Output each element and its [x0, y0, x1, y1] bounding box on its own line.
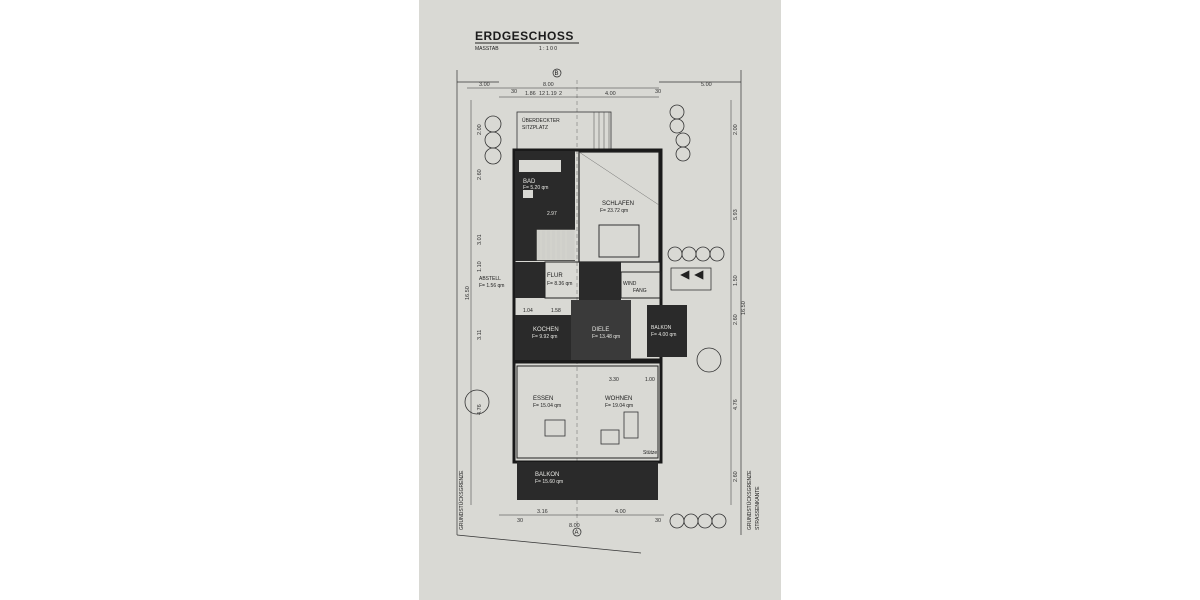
- section-label-top: B: [555, 71, 559, 77]
- living-area: F= 19.04 qm: [605, 403, 633, 409]
- street-edge-label: STRASSENKANTE: [755, 486, 761, 530]
- dim-top-0: 3.00: [479, 82, 490, 88]
- dim-bottom-2: 8.00: [569, 523, 580, 529]
- dim-left-4: 3.11: [477, 330, 483, 340]
- dim-right-4: 4.76: [733, 399, 739, 410]
- dimension-left: 2.00 2.60 3.01 1.10 3.11 4.76 16.50: [465, 100, 483, 505]
- column-label: Stütze: [643, 450, 657, 456]
- dim-top-7: 2: [559, 91, 562, 97]
- diele-label: DIELE: [592, 327, 609, 333]
- balcony-area: F= 15.60 qm: [535, 479, 563, 485]
- dim-left-2: 3.01: [477, 234, 483, 245]
- dim-inner-1: 1.58: [551, 308, 561, 314]
- small-balcony-area: F= 4.00 qm: [651, 332, 676, 338]
- dimension-right: 2.00 5.93 1.50 2.60 4.76 2.60 16.50: [730, 100, 747, 505]
- dim-bottom-4: 30: [655, 518, 661, 524]
- tree-symbols: [464, 104, 727, 529]
- boundary-lines: [456, 70, 742, 554]
- living-label: WOHNEN: [605, 396, 632, 402]
- diele: [571, 300, 631, 360]
- dim-right-0: 2.00: [733, 124, 739, 135]
- storage-area: F= 1.56 qm: [479, 283, 504, 289]
- dim-right-1: 5.93: [733, 209, 739, 220]
- dim-left-1: 2.60: [477, 169, 483, 180]
- coffee-table: [600, 429, 620, 445]
- plan-title: ERDGESCHOSS: [475, 29, 574, 43]
- hall-label: FLUR: [547, 273, 563, 279]
- dim-inner-0: 2.97: [547, 211, 557, 217]
- terrace-label-2: SITZPLATZ: [522, 125, 548, 131]
- dim-bottom-3: 4.00: [615, 509, 626, 515]
- storage-room: [515, 262, 545, 298]
- kitchen-area: F= 9.92 qm: [532, 334, 557, 340]
- dim-right-2: 1.50: [733, 275, 739, 286]
- bath-area: F= 5.20 qm: [523, 185, 548, 191]
- dim-inner-4: 1.00: [645, 377, 655, 383]
- dim-top-9: 30: [655, 89, 661, 95]
- bedroom-area: F= 23.72 qm: [600, 208, 628, 214]
- sofa: [623, 411, 639, 439]
- stair-treads: [536, 229, 576, 261]
- dim-left-0: 2.00: [477, 124, 483, 135]
- dim-top-1: 30: [511, 89, 517, 95]
- hall-area: F= 8.36 qm: [547, 281, 572, 287]
- section-marker-top: [552, 68, 562, 78]
- dim-bottom-1: 3.16: [537, 509, 548, 515]
- windfang-label-2: FANG: [633, 288, 647, 294]
- boundary-label-right: GRUNDSTÜCKSGRENZE: [746, 470, 753, 530]
- kitchen-label: KOCHEN: [533, 327, 559, 333]
- entrance-steps: [670, 267, 712, 291]
- windfang-label-1: WIND: [623, 281, 637, 287]
- dim-top-8: 4.00: [605, 91, 616, 97]
- scale-value: 1 : 1 0 0: [539, 46, 557, 52]
- section-label-bottom: A: [575, 530, 579, 536]
- storage-label: ABSTELL: [479, 276, 501, 282]
- bathtub: [519, 160, 561, 172]
- dim-bottom-0: 30: [517, 518, 523, 524]
- diele-area: F= 13.48 qm: [592, 334, 620, 340]
- dim-right-6: 16.50: [741, 301, 747, 315]
- terrace-hatch: [593, 112, 610, 150]
- bedroom-diagonal: [578, 151, 660, 206]
- dim-top-3: 5.00: [701, 82, 712, 88]
- dining-table: [544, 419, 566, 437]
- dim-top-2: 8.00: [543, 82, 554, 88]
- small-balcony: [647, 305, 687, 357]
- floor-plan-drawing: ERDGESCHOSS MASSTAB 1 : 1 0 0 GRUNDSTÜCK…: [456, 29, 761, 554]
- section-marker-bottom: [572, 527, 582, 537]
- dining-label: ESSEN: [533, 396, 553, 402]
- balcony-label: BALKON: [535, 472, 559, 478]
- small-balcony-label: BALKON: [651, 325, 672, 331]
- terrace-label-1: ÜBERDECKTER: [522, 117, 560, 124]
- living-dining: [516, 365, 659, 459]
- dining-area: F= 15.04 qm: [533, 403, 561, 409]
- dim-inner-3: 3.30: [609, 377, 619, 383]
- dimension-bottom: 30 3.16 8.00 4.00 30: [499, 509, 664, 529]
- dim-inner-2: 1.04: [523, 308, 533, 314]
- bedroom: [578, 151, 660, 263]
- plan-sheet: ERDGESCHOSS MASSTAB 1 : 1 0 0 GRUNDSTÜCK…: [419, 0, 781, 600]
- dim-top-6: 1.19: [546, 91, 557, 97]
- dim-left-3: 1.10: [477, 261, 483, 272]
- dim-right-3: 2.60: [733, 314, 739, 325]
- boundary-label-left: GRUNDSTÜCKSGRENZE: [458, 470, 465, 530]
- bedroom-label: SCHLAFEN: [602, 201, 634, 207]
- dim-top-4: 1.86: [525, 91, 536, 97]
- dim-left-6: 16.50: [465, 286, 471, 300]
- washbasin: [523, 190, 533, 198]
- scale-label: MASSTAB: [475, 46, 499, 52]
- dim-top-5: 12: [539, 91, 545, 97]
- kitchen: [515, 315, 571, 360]
- balcony: [517, 462, 658, 500]
- dim-right-5: 2.60: [733, 471, 739, 482]
- dimension-top: 3.00 30 8.00 5.00 1.86 12 1.19 2 4.00 30: [467, 82, 712, 98]
- dim-left-5: 4.76: [477, 404, 483, 415]
- bed: [598, 224, 640, 258]
- windfang: [620, 271, 662, 299]
- bath-label: BAD: [523, 179, 536, 185]
